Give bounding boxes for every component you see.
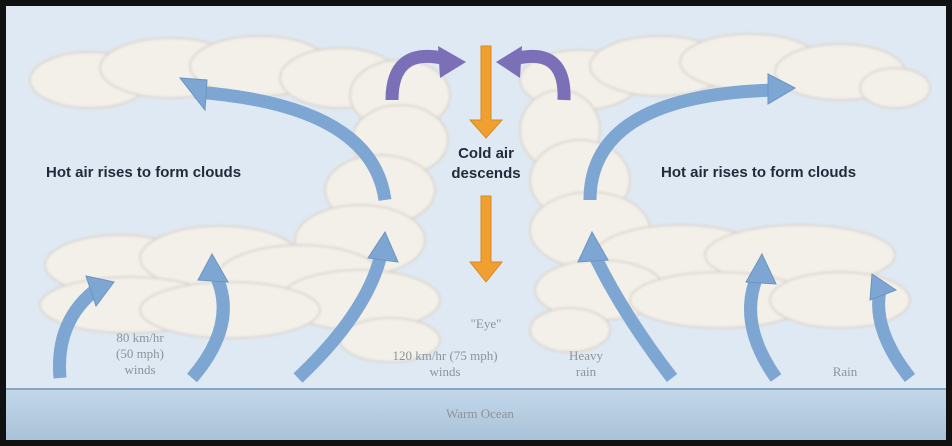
rise-arrow-right-inner	[586, 247, 678, 382]
rise-arrow-left-outer	[52, 282, 103, 379]
outflow-arrowheads	[438, 46, 522, 78]
label-heavy-rain: Heavy rain	[556, 348, 616, 380]
descending-air-arrows	[468, 45, 504, 283]
rising-air-arrows	[52, 83, 916, 383]
cold-air-line1: Cold air	[458, 145, 514, 162]
label-cold-air-descends: Cold air descends	[438, 144, 534, 184]
right-cloud-mass	[519, 33, 931, 353]
cold-air-line2: descends	[451, 165, 521, 182]
outflow-arrow-left	[385, 49, 444, 101]
heavy-rain-line2: rain	[575, 364, 597, 379]
label-rain: Rain	[832, 364, 858, 379]
rise-arrow-left-inner	[293, 248, 389, 383]
label-eye: "Eye"	[470, 316, 502, 331]
rising-arrowheads	[85, 73, 898, 308]
heavy-rain-line1: Heavy	[569, 348, 603, 363]
descend-arrow-bottom	[468, 195, 504, 283]
label-right-hot-air-rises: Hot air rises to form clouds	[661, 164, 857, 181]
label-120-kmh-winds: 120 km/hr (75 mph) winds	[350, 348, 540, 380]
wind120-line1: 120 km/hr (75 mph)	[392, 348, 498, 363]
rise-arrow-right-outer	[872, 288, 916, 383]
wind80-line2: (50 mph)	[115, 346, 165, 361]
descend-arrow-top	[468, 45, 504, 139]
wind120-line2: winds	[429, 364, 461, 379]
warm-ocean	[6, 388, 946, 440]
label-left-hot-air-rises: Hot air rises to form clouds	[46, 164, 242, 181]
outflow-arrows	[385, 49, 571, 101]
wind80-line3: winds	[124, 362, 156, 377]
rise-arrow-right-top	[583, 83, 776, 201]
label-warm-ocean: Warm Ocean	[446, 406, 514, 421]
label-80-kmh-winds: 80 km/hr (50 mph) winds	[96, 330, 184, 378]
outflow-arrow-right	[516, 49, 571, 101]
rise-arrow-left-top	[194, 85, 392, 202]
wind80-line1: 80 km/hr	[116, 330, 164, 345]
